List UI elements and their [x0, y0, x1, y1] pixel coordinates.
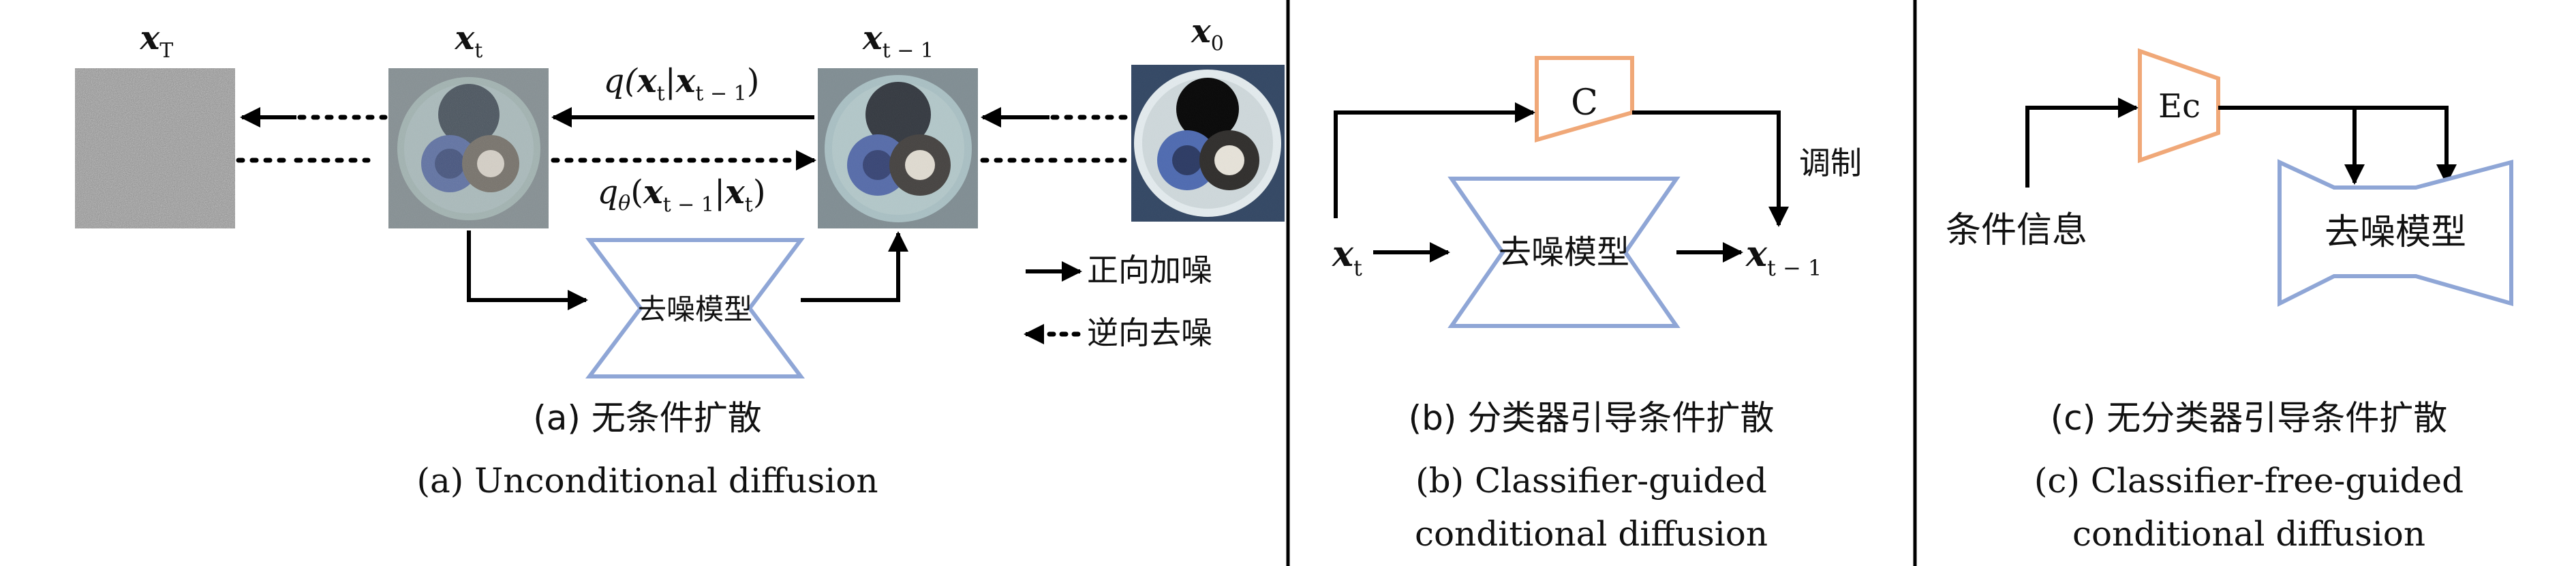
- xT-label: xT: [140, 19, 174, 63]
- legend-reverse-label: 逆向去噪: [1087, 314, 1212, 351]
- legend-forward-label: 正向加噪: [1087, 252, 1212, 288]
- caption-c-en-1: (c) Classifier-free-guided: [2034, 461, 2464, 501]
- caption-a-zh: (a) 无条件扩散: [533, 398, 762, 438]
- xt-image: [388, 68, 549, 228]
- xt-to-classifier-arrow: [1334, 102, 1535, 218]
- xT-noise-image: [75, 68, 235, 228]
- encoder-shape: [2138, 48, 2220, 164]
- denoiser-to-xt-1-arrow: [801, 231, 908, 302]
- x0-image: [1131, 65, 1285, 222]
- denoiser-label-c: 去噪模型: [2325, 212, 2466, 253]
- denoiser-shape-a: [585, 238, 805, 378]
- panel-b-input-label: xt: [1332, 233, 1362, 281]
- arrows-xT-xt: [236, 107, 388, 163]
- legend: 正向加噪 逆向去噪: [1024, 252, 1212, 351]
- xt-1-image: [818, 68, 978, 228]
- caption-c-en-2: conditional diffusion: [2072, 514, 2425, 554]
- modulate-label: 调制: [1799, 145, 1862, 181]
- encoder-to-denoiser-arrow-right: [2218, 106, 2457, 185]
- xt-to-denoiser-arrow: [467, 230, 588, 310]
- denoiser-shape-c: [2278, 159, 2513, 307]
- classifier-modulate-arrow: [1632, 110, 1789, 227]
- caption-b-en-1: (b) Classifier-guided: [1415, 461, 1767, 501]
- classifier-label: C: [1571, 83, 1598, 123]
- caption-a-en: (a) Unconditional diffusion: [416, 461, 878, 501]
- q-forward-label: q(xt|xt − 1): [603, 62, 759, 106]
- x0-label: x0: [1191, 12, 1224, 56]
- caption-c-zh: (c) 无分类器引导条件扩散: [2051, 398, 2447, 438]
- caption-b-en-2: conditional diffusion: [1415, 514, 1768, 554]
- denoiser-label-a: 去噪模型: [638, 293, 752, 326]
- panel-a: xT xt xt − 1 x0 q(xt|xt − 1) qθ(xt − 1|x…: [75, 12, 1285, 501]
- caption-b-zh: (b) 分类器引导条件扩散: [1409, 398, 1775, 438]
- condition-to-encoder-arrow: [2025, 98, 2138, 188]
- arrows-xt-1-x0: [980, 107, 1131, 163]
- q-reverse-label: qθ(xt − 1|xt): [597, 173, 765, 217]
- condition-label: 条件信息: [1946, 210, 2087, 251]
- encoder-label: Ec: [2158, 87, 2201, 125]
- denoiser-shape-b: [1447, 177, 1681, 328]
- panel-c: Ec 条件信息 去噪模型 (c) 无分类器引导条件扩散 (c) Classifi…: [1946, 48, 2513, 554]
- xt-1-label: xt − 1: [862, 19, 934, 63]
- denoiser-label-b: 去噪模型: [1499, 233, 1629, 271]
- panel-b: C xt 调制 去噪模型 xt − 1 (b) 分类器引导条件扩散 (b) Cl…: [1332, 56, 1862, 554]
- xt-label: xt: [455, 19, 483, 63]
- panel-b-output-label: xt − 1: [1745, 233, 1822, 281]
